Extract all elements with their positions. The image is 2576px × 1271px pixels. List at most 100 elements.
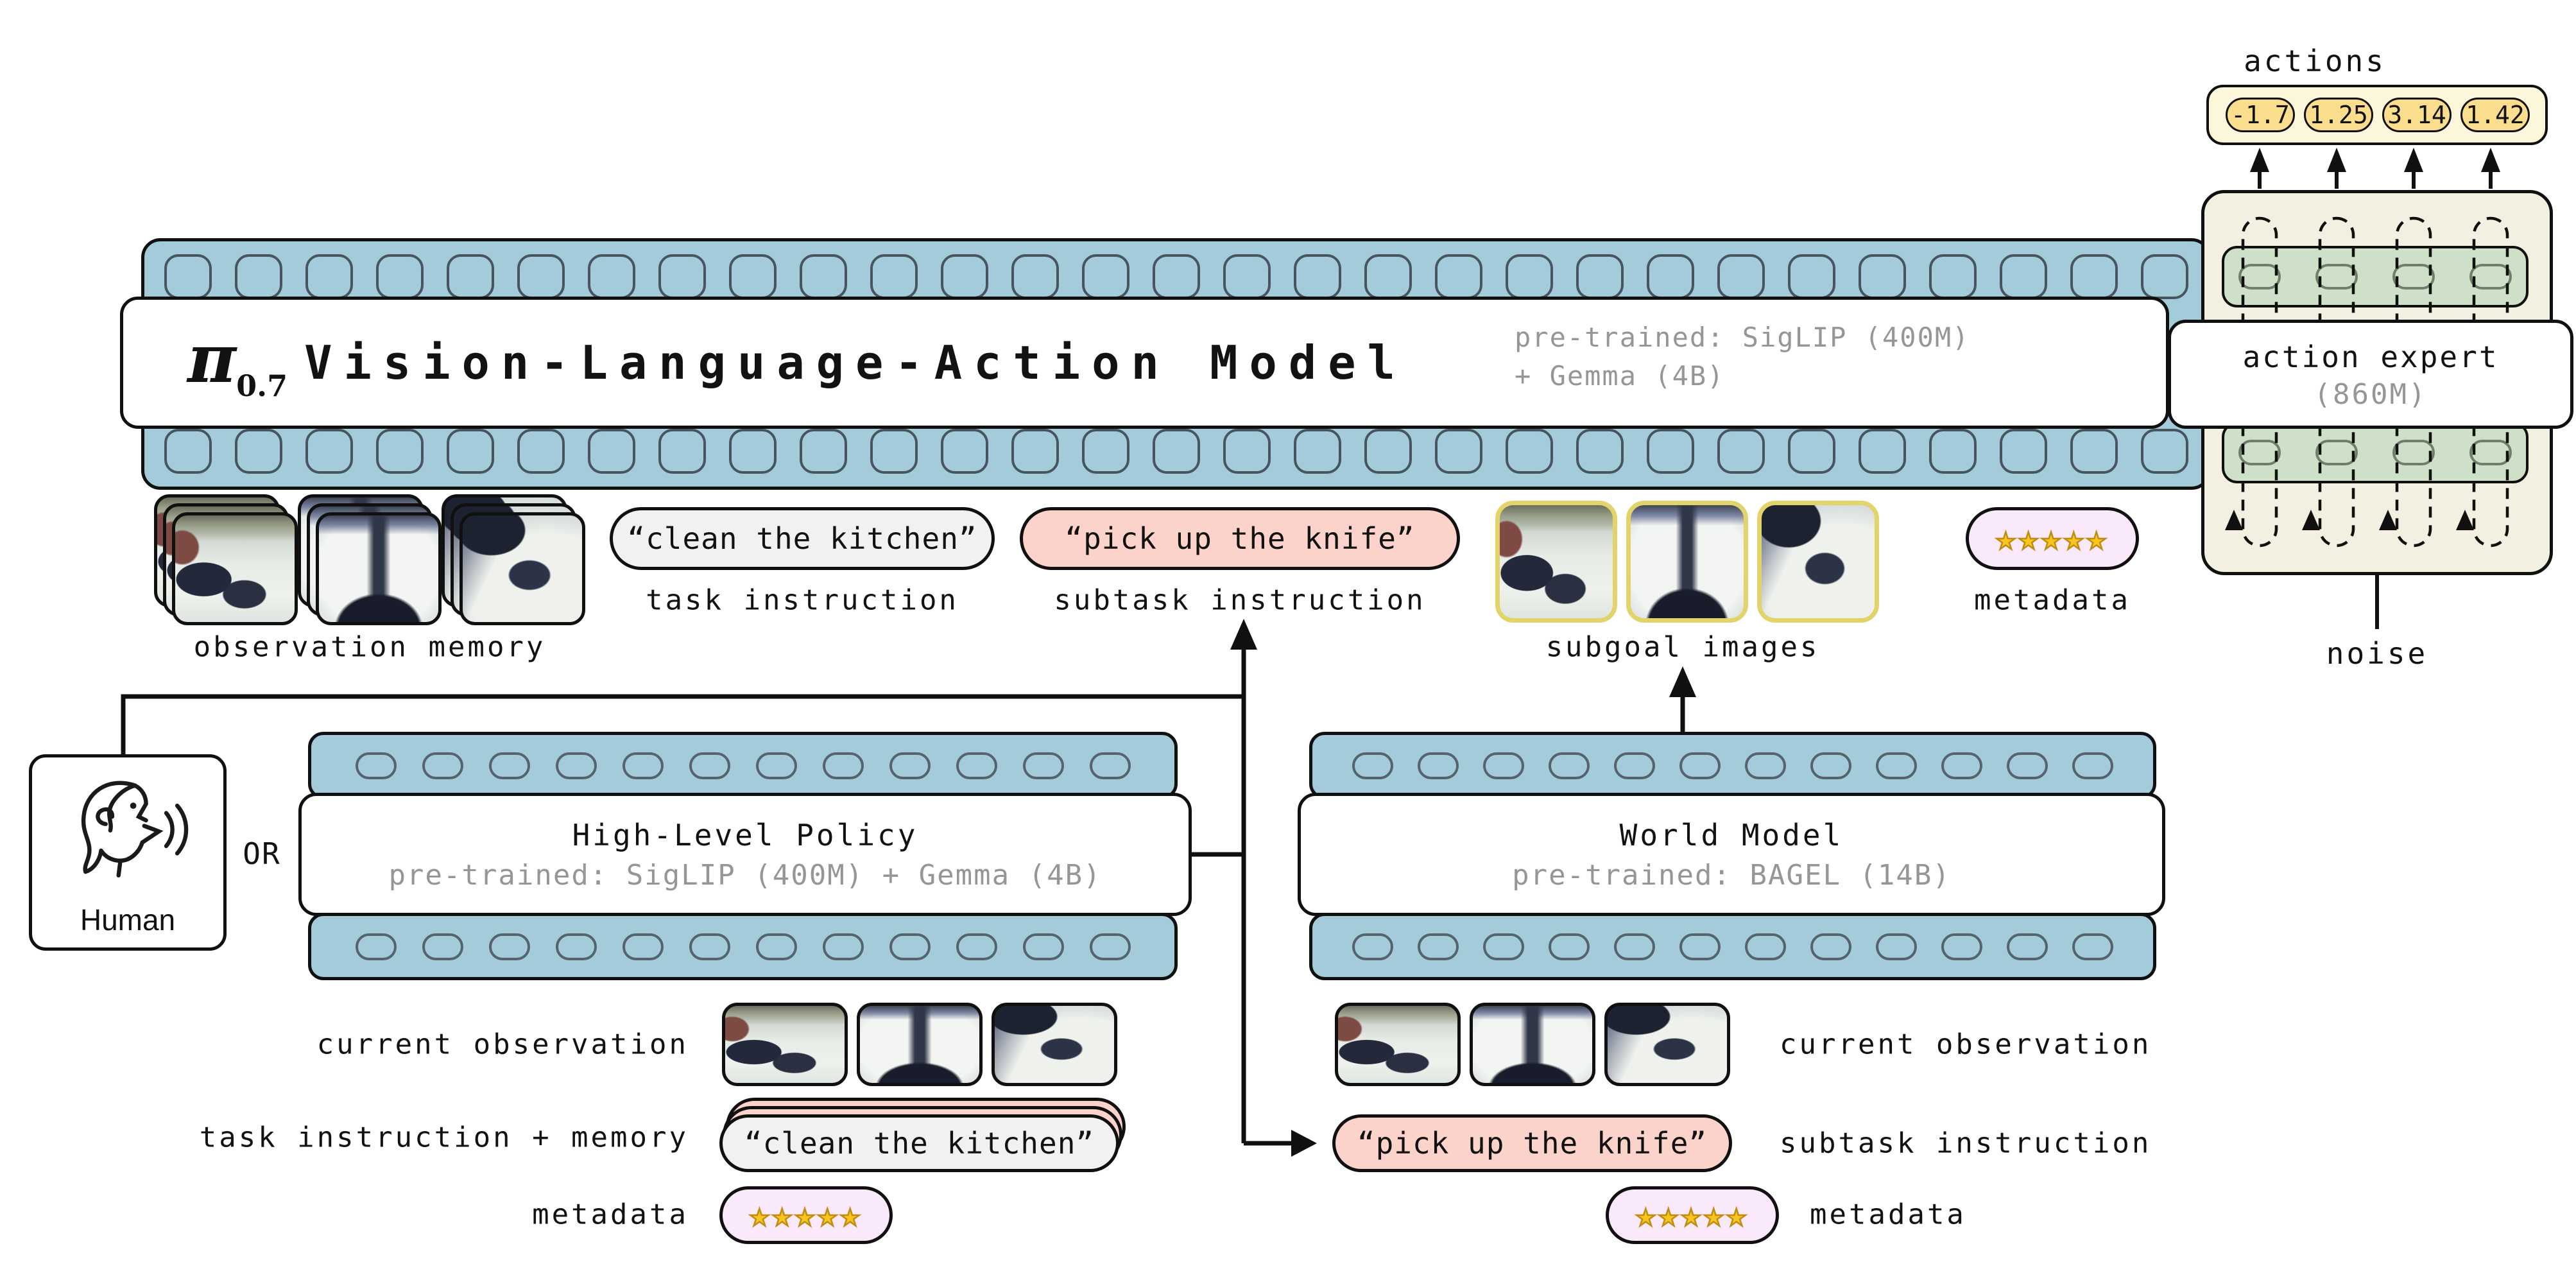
token-icon xyxy=(956,752,997,779)
token-icon xyxy=(1810,933,1851,960)
speaking-head-icon xyxy=(81,781,189,878)
subgoal-image xyxy=(1626,501,1748,623)
token-icon xyxy=(689,752,730,779)
action-expert-label-box: action expert (860M) xyxy=(2168,320,2573,429)
pi-subscript: 0.7 xyxy=(236,368,288,403)
vla-title-box: π0.7 Vision-Language-Action Model xyxy=(120,297,2169,429)
token-icon xyxy=(1022,752,1064,779)
token-icon xyxy=(375,429,424,474)
token-icon xyxy=(305,254,353,299)
token-icon xyxy=(956,933,997,960)
task-instruction-pill: “clean the kitchen” xyxy=(610,507,995,570)
token-icon xyxy=(1787,429,1835,474)
token-icon xyxy=(1876,933,1917,960)
token-icon xyxy=(1352,752,1393,779)
metadata-label: metadata xyxy=(1974,584,2131,617)
token-icon xyxy=(1717,429,1765,474)
subgoal-image xyxy=(1495,501,1617,623)
token-icon xyxy=(1152,254,1200,299)
vla-pretrained-note: pre-trained: SigLIP (400M) + Gemma (4B) xyxy=(1515,322,1970,392)
star-icon: ★ xyxy=(2018,519,2041,558)
token-icon xyxy=(940,429,988,474)
star-icon: ★ xyxy=(748,1196,773,1234)
vla-title: Vision-Language-Action Model xyxy=(304,336,1407,390)
token-icon xyxy=(1576,429,1624,474)
photo-icon xyxy=(459,512,585,625)
action-value-pill: 3.14 xyxy=(2382,98,2451,132)
token-icon xyxy=(1928,429,1977,474)
token-icon xyxy=(1152,429,1200,474)
token-icon xyxy=(1810,752,1851,779)
action-value-pill: 1.25 xyxy=(2304,98,2373,132)
token-icon xyxy=(2007,933,2048,960)
current-observation-image xyxy=(722,1003,848,1086)
token-icon xyxy=(488,933,530,960)
subtask-instruction-pill: “pick up the knife” xyxy=(1020,507,1460,570)
metadata-pill: ★★★★★ xyxy=(1966,507,2139,570)
star-icon: ★ xyxy=(794,1196,818,1234)
hlp-token-row xyxy=(327,735,1159,796)
token-icon xyxy=(2140,254,2188,299)
hlp-token-row xyxy=(327,916,1159,977)
token-icon xyxy=(728,429,777,474)
right-current-observation-label: current observation xyxy=(1780,1028,2152,1061)
token-icon xyxy=(755,752,797,779)
token-icon xyxy=(555,933,597,960)
token-icon xyxy=(234,254,282,299)
token-icon xyxy=(870,254,918,299)
token-icon xyxy=(1614,752,1655,779)
token-icon xyxy=(446,429,494,474)
token-icon xyxy=(1011,429,1059,474)
subgoal-image xyxy=(1757,501,1879,623)
right-metadata-pill: ★★★★★ xyxy=(1606,1186,1779,1244)
right-metadata-label: metadata xyxy=(1810,1198,1966,1231)
token-icon xyxy=(234,429,282,474)
token-icon xyxy=(1089,933,1131,960)
token-icon xyxy=(1483,933,1524,960)
token-icon xyxy=(1022,933,1064,960)
star-icon: ★ xyxy=(771,1196,795,1234)
left-metadata-label: metadata xyxy=(532,1198,689,1231)
left-metadata-pill: ★★★★★ xyxy=(719,1186,893,1244)
token-icon xyxy=(488,752,530,779)
action-expert-token-row-bottom xyxy=(2222,422,2529,483)
token-icon xyxy=(355,933,397,960)
hlp-subtitle: pre-trained: SigLIP (400M) + Gemma (4B) xyxy=(388,859,1102,892)
token-icon xyxy=(728,254,777,299)
action-expert-params: (860M) xyxy=(2314,378,2428,411)
action-value-pill: -1.7 xyxy=(2226,98,2295,132)
token-icon xyxy=(1858,254,1906,299)
token-icon xyxy=(1081,429,1129,474)
token-icon xyxy=(1646,429,1694,474)
wm-token-bar-bottom xyxy=(1309,913,2156,980)
wm-token-bar-top xyxy=(1309,732,2156,799)
token-icon xyxy=(1999,254,2047,299)
token-icon xyxy=(822,752,864,779)
token-icon xyxy=(622,933,664,960)
action-expert-title: action expert xyxy=(2242,340,2499,374)
token-icon xyxy=(1364,254,1412,299)
token-icon xyxy=(1293,429,1341,474)
token-icon xyxy=(1646,254,1694,299)
current-observation-image xyxy=(992,1003,1117,1086)
token-icon xyxy=(1352,933,1393,960)
token-icon xyxy=(355,752,397,779)
photo-icon xyxy=(316,512,442,625)
token-icon xyxy=(1614,933,1655,960)
token-icon xyxy=(2315,440,2358,465)
token-icon xyxy=(2007,752,2048,779)
token-icon xyxy=(1679,752,1721,779)
token-icon xyxy=(1505,429,1553,474)
token-icon xyxy=(1876,752,1917,779)
token-icon xyxy=(2392,440,2435,465)
task-instruction-label: task instruction xyxy=(646,584,959,617)
token-icon xyxy=(1223,254,1271,299)
subgoal-images-label: subgoal images xyxy=(1545,630,1820,664)
token-icon xyxy=(1011,254,1059,299)
token-icon xyxy=(446,254,494,299)
actions-label: actions xyxy=(2244,44,2386,78)
observation-memory-stack xyxy=(442,494,585,625)
star-icon: ★ xyxy=(2086,519,2109,558)
token-icon xyxy=(689,933,730,960)
